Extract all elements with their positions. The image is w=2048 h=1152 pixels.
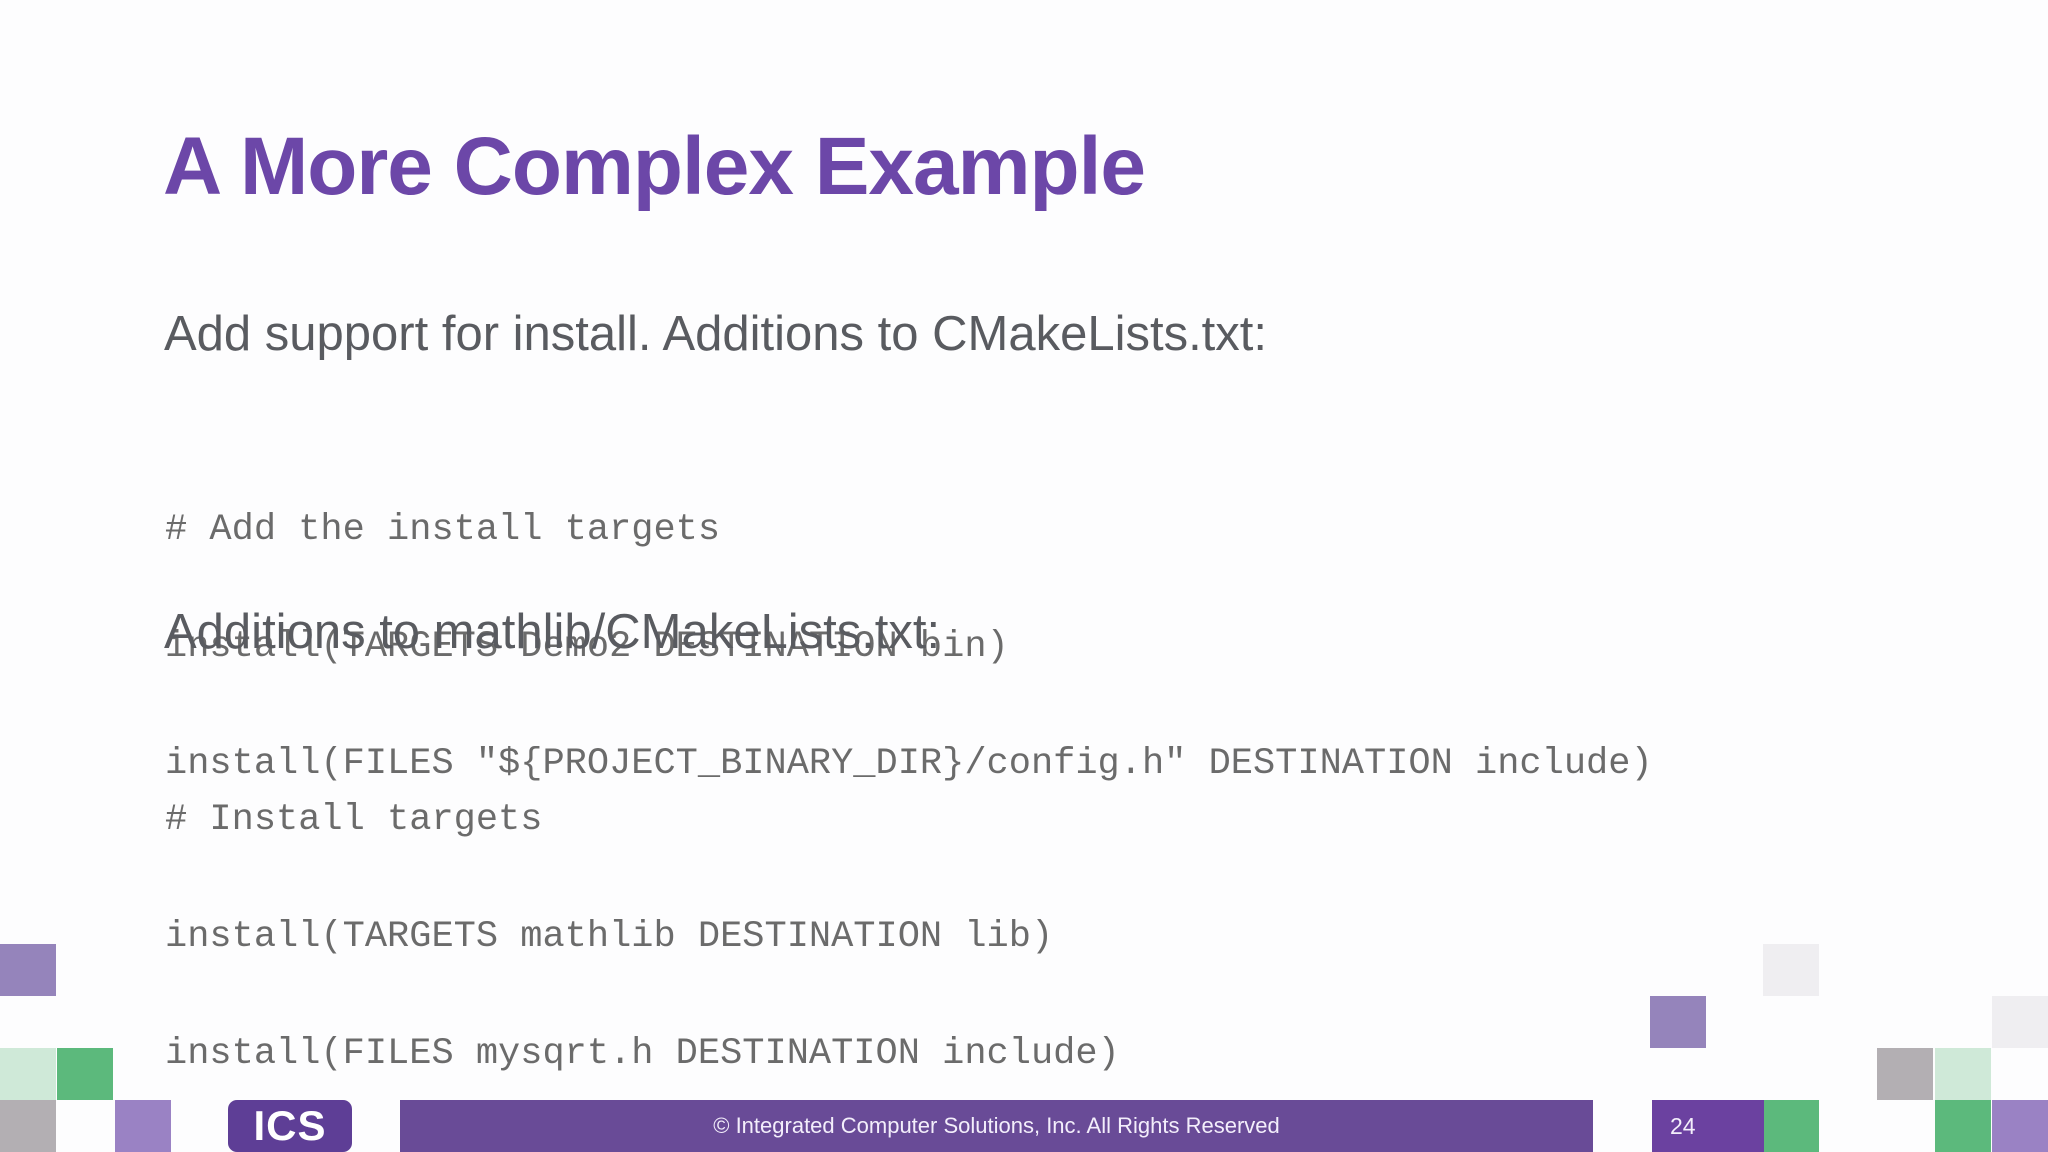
decor-square [57,1048,113,1100]
decor-square [1763,1100,1819,1152]
decor-square [1992,1100,2048,1152]
decor-square [1935,1100,1991,1152]
decor-square [1650,996,1706,1048]
section2-heading: Additions to mathlib/CMakeLists.txt: [164,605,941,659]
code-line: install(FILES mysqrt.h DESTINATION inclu… [165,1033,1120,1075]
decor-square [1763,944,1819,996]
code-line: install(FILES "${PROJECT_BINARY_DIR}/con… [165,743,1653,785]
decor-square [115,1100,171,1152]
footer-bar: © Integrated Computer Solutions, Inc. Al… [400,1100,1593,1152]
code-line: install(TARGETS Demo2 DESTINATION bin) [165,626,1009,668]
code-line: # Add the install targets [165,509,721,551]
section1-heading: Add support for install. Additions to CM… [164,307,1268,361]
decor-square [1935,1048,1991,1100]
code-line: install(TARGETS mathlib DESTINATION lib) [165,916,1054,958]
page-title: A More Complex Example [163,121,1146,212]
section2-code-block: # Install targets install(TARGETS mathli… [165,723,1120,1152]
code-line: # Install targets [165,799,543,841]
decor-square [0,1100,56,1152]
decor-square [0,944,56,996]
section1-code-block: # Add the install targets install(TARGET… [165,433,1653,862]
decor-square [1877,1048,1933,1100]
decor-square [1992,996,2048,1048]
ics-logo: ICS [228,1100,352,1152]
copyright-text: © Integrated Computer Solutions, Inc. Al… [713,1113,1280,1138]
page-number: 24 [1652,1100,1764,1152]
decor-square [0,1048,56,1100]
